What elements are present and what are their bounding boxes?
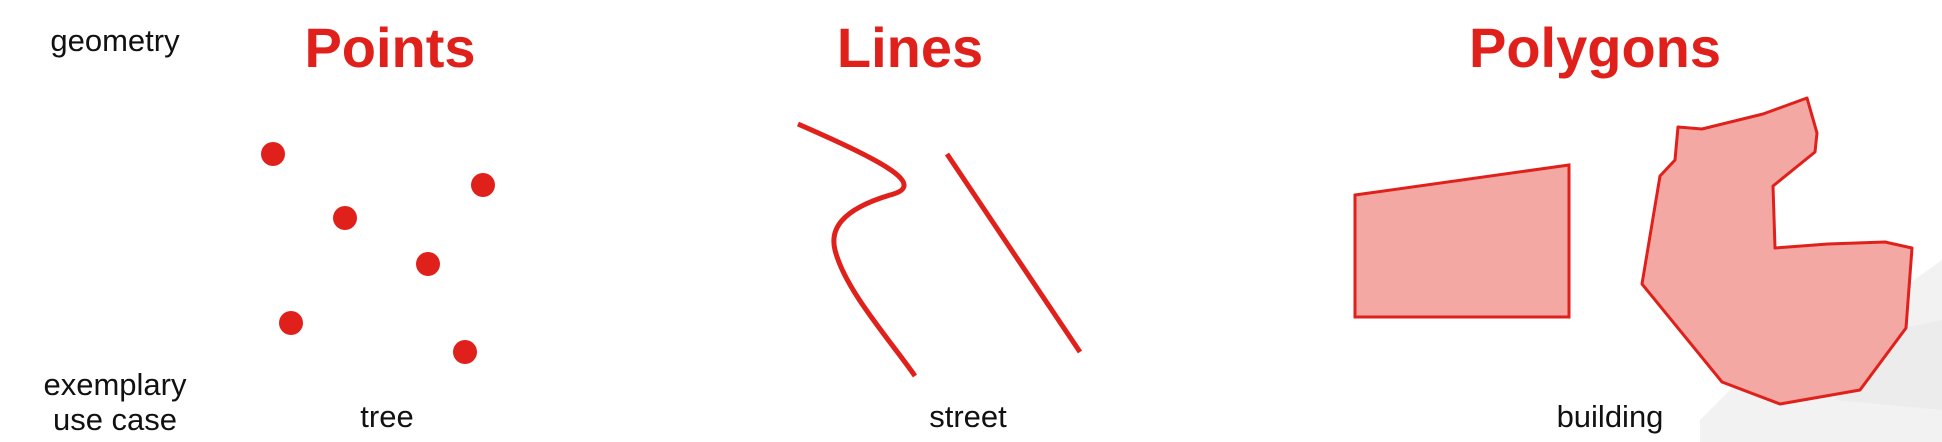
point-marker — [333, 206, 357, 230]
curved-line — [796, 121, 918, 378]
point-marker — [453, 340, 477, 364]
points-illustration — [261, 142, 495, 364]
points-example-caption: tree — [360, 399, 414, 434]
lines-illustration — [796, 121, 1083, 378]
polygons-heading: Polygons — [1468, 16, 1722, 79]
lines-example-caption: street — [929, 399, 1007, 434]
use-case-row-label-line2: use case — [52, 402, 178, 437]
geometry-row-label: geometry — [50, 23, 180, 58]
lines-heading: Lines — [836, 16, 984, 79]
point-marker — [279, 311, 303, 335]
polygons-example-caption: building — [1556, 399, 1664, 434]
quadrilateral-polygon — [1353, 163, 1571, 319]
straight-line — [944, 152, 1083, 354]
irregular-polygon — [1640, 96, 1914, 406]
point-marker — [261, 142, 285, 166]
points-heading: Points — [304, 16, 476, 79]
polygons-illustration — [1353, 96, 1914, 406]
use-case-row-label-line1: exemplary — [43, 367, 187, 402]
point-marker — [416, 252, 440, 276]
point-marker — [471, 173, 495, 197]
